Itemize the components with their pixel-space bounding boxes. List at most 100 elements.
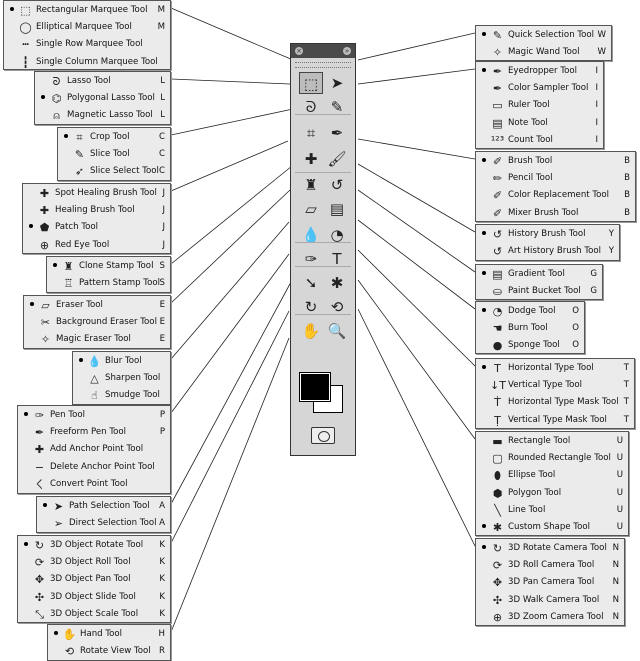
collapse-icon[interactable]: »	[343, 47, 351, 55]
3d-camera-tool-icon[interactable]: ⟲	[330, 298, 344, 316]
hand-tool-icon[interactable]: ✋	[301, 322, 321, 340]
clone-stamp-tool-icon[interactable]: ♜	[304, 176, 318, 194]
flyout-menu-item[interactable]: ✚Add Anchor Point Tool	[18, 441, 170, 458]
brush-tool-icon[interactable]: 🖌	[327, 150, 347, 168]
panel-grip[interactable]	[295, 62, 351, 68]
marquee-tool-icon[interactable]: ⬚	[299, 72, 323, 94]
foreground-color-swatch[interactable]	[299, 372, 331, 402]
crop-tool-icon[interactable]: ⌗	[306, 124, 316, 142]
zoom-tool-icon[interactable]: 🔍	[327, 322, 347, 340]
close-icon[interactable]: ×	[295, 47, 303, 55]
3d-rotate-tool-icon[interactable]: ↻	[304, 298, 318, 316]
path-selection-tool-icon[interactable]: ➘	[304, 274, 318, 292]
flyout-menu-item[interactable]: ┅Single Row Marquee Tool	[4, 36, 170, 53]
quick-mask-button[interactable]	[311, 427, 335, 444]
quick-selection-tool-icon[interactable]: ✎	[330, 98, 344, 116]
dodge-tool-icon[interactable]: ◔	[330, 226, 344, 244]
shortcut-key: K	[159, 591, 165, 602]
flyout-menu-item[interactable]: ☝Smudge Tool	[73, 387, 170, 404]
flyout-menu-item[interactable]: −Delete Anchor Point Tool	[18, 459, 170, 476]
menu-item-label: Line Tool	[508, 504, 546, 515]
type-tool-icon[interactable]: T	[332, 250, 342, 268]
lasso-tool-icon[interactable]: ᘐ	[305, 98, 317, 116]
eraser-tool-icon[interactable]: ▱	[305, 200, 317, 218]
blur-tool-icon[interactable]: 💧	[301, 226, 321, 244]
menu-item-label: Sponge Tool	[508, 340, 560, 351]
healing-tool-icon[interactable]: ✚	[304, 150, 318, 168]
custom-shape-tool-icon[interactable]: ✱	[330, 274, 344, 292]
flyout-menu-item[interactable]: △Sharpen Tool	[73, 370, 170, 387]
history-brush-tool-icon[interactable]: ↺	[330, 176, 344, 194]
eyedropper-tool-icon[interactable]: ✒	[330, 124, 344, 142]
flyout-menu-item[interactable]: ┇Single Column Marquee Tool	[4, 54, 170, 71]
move-tool-icon[interactable]: ➤	[330, 74, 344, 92]
gradient-tool-icon[interactable]: ▤	[329, 200, 345, 218]
pen-tool-icon[interactable]: ✑	[304, 250, 318, 268]
shortcut-key: B	[624, 190, 630, 201]
flyout-menu-item[interactable]: 💧Blur Tool	[73, 353, 170, 370]
